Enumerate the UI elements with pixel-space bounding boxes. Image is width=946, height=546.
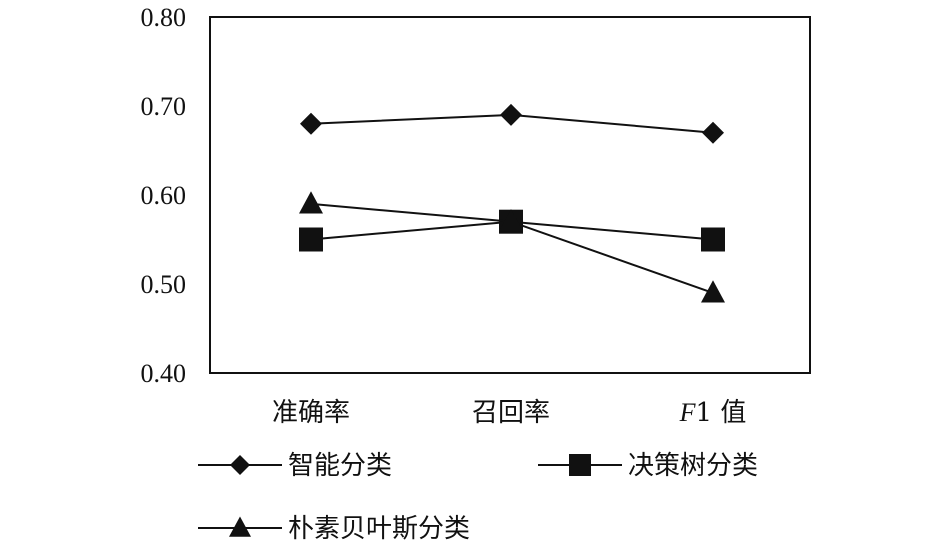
series-1: [300, 103, 724, 144]
data-point-square: [701, 227, 725, 252]
legend-label: 决策树分类: [628, 451, 758, 481]
x-tick-label: 准确率: [272, 398, 350, 428]
data-point-diamond: [500, 103, 522, 126]
data-point-square: [299, 227, 323, 252]
y-tick-label: 0.60: [141, 181, 187, 210]
x-axis-labels: 准确率 召回率 F1 值: [272, 398, 746, 428]
data-point-diamond: [300, 112, 322, 135]
x-tick-label: F1 值: [679, 398, 747, 428]
y-tick-label: 0.80: [141, 3, 187, 32]
y-axis-ticks: 0.40 0.50 0.60 0.70 0.80: [141, 3, 187, 388]
data-point-triangle: [499, 209, 523, 232]
y-tick-label: 0.70: [141, 92, 187, 121]
data-point-diamond: [702, 121, 724, 144]
y-tick-label: 0.50: [141, 270, 187, 299]
x-tick-label: 召回率: [472, 398, 550, 428]
plot-area-frame: [209, 16, 811, 374]
legend-label: 智能分类: [288, 451, 392, 481]
legend-marker-diamond: [230, 455, 250, 475]
series-group: [299, 103, 725, 303]
legend-label: 朴素贝叶斯分类: [288, 514, 470, 544]
legend-marker-square: [569, 454, 591, 476]
legend-item: 智能分类: [198, 451, 392, 481]
data-point-triangle: [701, 280, 725, 303]
legend-marker-triangle: [229, 516, 251, 537]
legend-item: 决策树分类: [538, 451, 758, 481]
data-point-triangle: [299, 191, 323, 214]
legend-item: 朴素贝叶斯分类: [198, 514, 470, 544]
y-tick-label: 0.40: [141, 359, 187, 388]
series-3: [299, 191, 725, 303]
